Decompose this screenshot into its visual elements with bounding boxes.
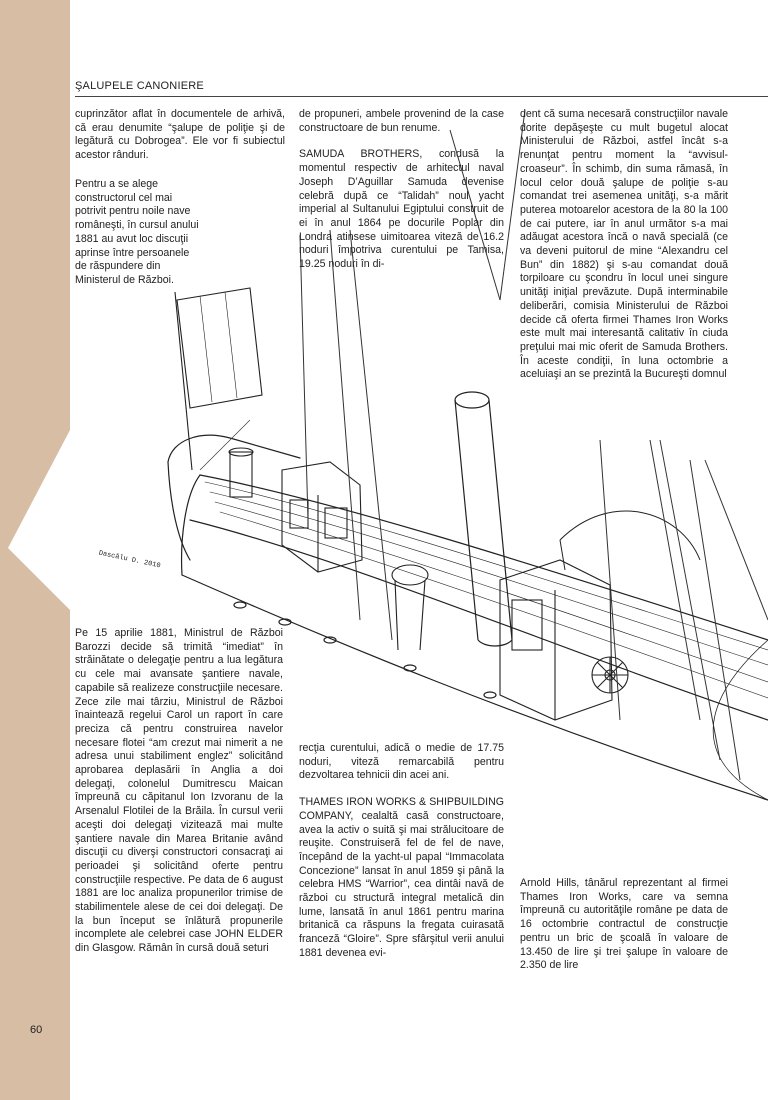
paragraph: de propuneri, ambele provenind de la cas… [299, 108, 504, 134]
paragraph: THAMES IRON WORKS & SHIPBUILDING COMPANY… [299, 796, 504, 959]
ship-steering-wheel [591, 656, 629, 694]
ship-funnel [454, 391, 513, 647]
column-1-top-wrap: Pentru a se alege constructorul cel mai … [75, 178, 203, 288]
ship-ventilator [391, 564, 429, 651]
drawing-sheet [8, 430, 290, 610]
column-3-top: dent că suma necesară construcţiilor nav… [520, 108, 728, 382]
running-header: ŞALUPELE CANONIERE [75, 80, 204, 92]
paragraph: Pe 15 aprilie 1881, Ministrul de Război … [75, 627, 283, 955]
column-1-top: cuprinzător aflat în documentele de arhi… [75, 108, 285, 176]
paragraph: cuprinzător aflat în documentele de arhi… [75, 108, 285, 162]
paragraph: Pentru a se alege constructorul cel mai … [75, 178, 199, 286]
paragraph: dent că suma necesară construcţiilor nav… [520, 108, 728, 381]
ship-flag [174, 287, 263, 471]
paragraph: recţia curentului, adică o medie de 17.7… [299, 742, 504, 782]
ship-wheelhouse [281, 461, 363, 573]
paragraph: Arnold Hills, tânărul reprezentant al fi… [520, 877, 728, 972]
ship-hull [167, 434, 768, 801]
column-2-bottom: recţia curentului, adică o medie de 17.7… [299, 742, 504, 961]
ship-engine-house [499, 559, 613, 721]
column-2-top: de propuneri, ambele provenind de la cas… [299, 108, 504, 272]
ship-rigging [199, 109, 768, 781]
column-3-bottom: Arnold Hills, tânărul reprezentant al fi… [520, 877, 728, 973]
page-number: 60 [30, 1024, 43, 1036]
ship-awning [559, 510, 701, 571]
ship-capstan [228, 447, 254, 498]
header-rule [75, 96, 768, 97]
paragraph: SAMUDA BROTHERS, condusă la momentul res… [299, 148, 504, 271]
column-1-bottom: Pe 15 aprilie 1881, Ministrul de Război … [75, 627, 283, 956]
